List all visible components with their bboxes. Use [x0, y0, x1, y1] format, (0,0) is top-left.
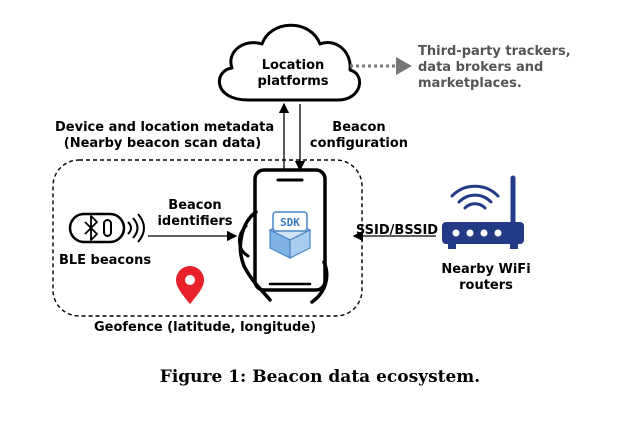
third-party-line2: data brokers and — [418, 60, 544, 75]
cloud-label-line2: platforms — [257, 74, 329, 89]
geofence-label: Geofence (latitude, longitude) — [93, 320, 317, 335]
ssid-label: SSID/BSSID — [355, 223, 439, 238]
geofence-region — [52, 159, 363, 317]
third-party-label: Third-party trackers, data brokers and m… — [418, 44, 571, 92]
third-party-line1: Third-party trackers, — [418, 44, 571, 59]
cloud-label: Location platforms — [248, 58, 338, 90]
cloud-icon — [217, 23, 361, 102]
upload-label: Device and location metadata (Nearby bea… — [55, 120, 275, 152]
upload-label-line1: Device and location metadata — [55, 120, 275, 135]
beacon-id-label: Beacon identifiers — [150, 198, 240, 230]
config-label-line2: configuration — [309, 136, 409, 151]
hand-icon — [238, 210, 329, 304]
sdk-box-icon — [268, 211, 312, 259]
cloud-label-line1: Location — [261, 58, 325, 73]
wifi-router-icon — [442, 175, 524, 249]
beacon-id-line1: Beacon — [168, 198, 222, 213]
config-label: Beacon configuration — [304, 120, 414, 152]
config-label-line1: Beacon — [332, 120, 386, 135]
wifi-routers-line1: Nearby WiFi — [441, 262, 531, 277]
sdk-label: SDK — [280, 216, 300, 229]
upload-label-line2: (Nearby beacon scan data) — [63, 136, 262, 151]
ble-beacon-icon — [68, 212, 145, 244]
third-party-line3: marketplaces. — [418, 76, 522, 91]
location-pin-icon — [176, 266, 204, 304]
wifi-routers-line2: routers — [459, 278, 513, 293]
beacon-id-line2: identifiers — [157, 214, 233, 229]
figure-caption: Figure 1: Beacon data ecosystem. — [159, 367, 481, 387]
ble-beacons-label: BLE beacons — [58, 253, 152, 268]
third-party-arrowhead — [396, 57, 412, 75]
wifi-routers-label: Nearby WiFi routers — [438, 262, 534, 294]
